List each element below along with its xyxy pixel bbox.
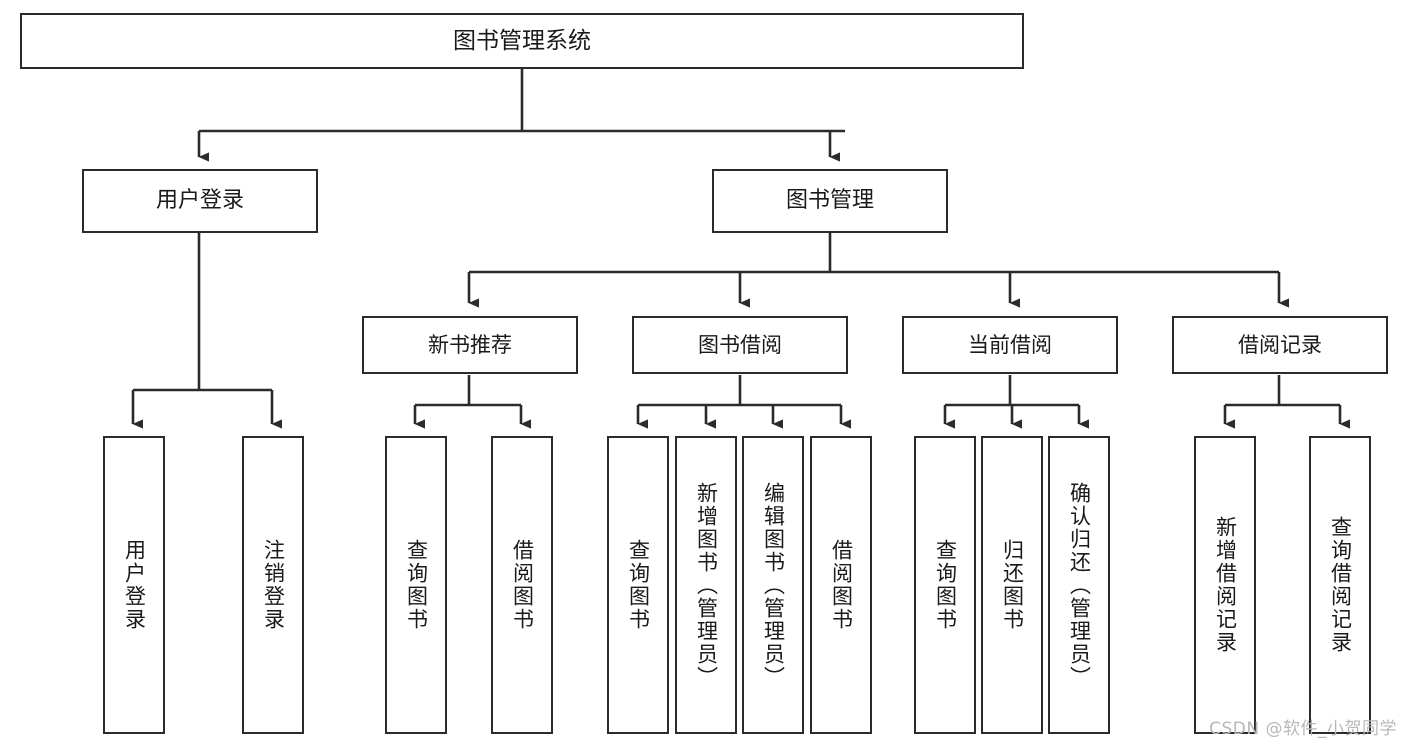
node-borrow-record-label: 借阅记录: [1238, 332, 1322, 357]
leaf-query-book-borrow[interactable]: 查询图书: [607, 436, 669, 734]
leaf-query-book-current[interactable]: 查询图书: [914, 436, 976, 734]
leaf-logout-label: 注销登录: [261, 539, 286, 631]
node-root-label: 图书管理系统: [453, 27, 591, 54]
leaf-add-book-admin-label: 新增图书（管理员）: [694, 481, 719, 689]
node-root-library-system[interactable]: 图书管理系统: [20, 13, 1024, 69]
node-user-login[interactable]: 用户登录: [82, 169, 318, 233]
node-new-book-recommend[interactable]: 新书推荐: [362, 316, 578, 374]
leaf-borrow-book-label: 借阅图书: [829, 539, 854, 631]
leaf-edit-book-admin-label: 编辑图书（管理员）: [761, 481, 786, 689]
leaf-user-login-label: 用户登录: [122, 539, 147, 631]
leaf-query-book-recommend[interactable]: 查询图书: [385, 436, 447, 734]
leaf-query-borrow-record-label: 查询借阅记录: [1328, 516, 1353, 654]
leaf-edit-book-admin[interactable]: 编辑图书（管理员）: [742, 436, 804, 734]
node-book-management-label: 图书管理: [785, 188, 874, 214]
node-user-login-label: 用户登录: [155, 188, 244, 214]
leaf-user-login[interactable]: 用户登录: [103, 436, 165, 734]
leaf-add-borrow-record[interactable]: 新增借阅记录: [1194, 436, 1256, 734]
node-current-borrow-label: 当前借阅: [968, 332, 1052, 357]
leaf-borrow-book-recommend[interactable]: 借阅图书: [491, 436, 553, 734]
node-current-borrow[interactable]: 当前借阅: [902, 316, 1118, 374]
leaf-add-borrow-record-label: 新增借阅记录: [1213, 516, 1238, 654]
watermark-text: CSDN @软件_小贺同学: [1209, 719, 1397, 739]
node-book-management[interactable]: 图书管理: [712, 169, 948, 233]
leaf-confirm-return-admin[interactable]: 确认归还（管理员）: [1048, 436, 1110, 734]
leaf-query-book-borrow-label: 查询图书: [626, 539, 651, 631]
leaf-borrow-book-recommend-label: 借阅图书: [510, 539, 535, 631]
leaf-return-book[interactable]: 归还图书: [981, 436, 1043, 734]
leaf-logout[interactable]: 注销登录: [242, 436, 304, 734]
leaf-query-book-recommend-label: 查询图书: [404, 539, 429, 631]
node-book-borrow[interactable]: 图书借阅: [632, 316, 848, 374]
node-book-borrow-label: 图书借阅: [698, 332, 782, 357]
leaf-add-book-admin[interactable]: 新增图书（管理员）: [675, 436, 737, 734]
leaf-query-borrow-record[interactable]: 查询借阅记录: [1309, 436, 1371, 734]
leaf-borrow-book[interactable]: 借阅图书: [810, 436, 872, 734]
leaf-confirm-return-admin-label: 确认归还（管理员）: [1067, 481, 1092, 689]
node-new-book-recommend-label: 新书推荐: [428, 332, 512, 357]
leaf-return-book-label: 归还图书: [1000, 539, 1025, 631]
node-borrow-record[interactable]: 借阅记录: [1172, 316, 1388, 374]
leaf-query-book-current-label: 查询图书: [933, 539, 958, 631]
